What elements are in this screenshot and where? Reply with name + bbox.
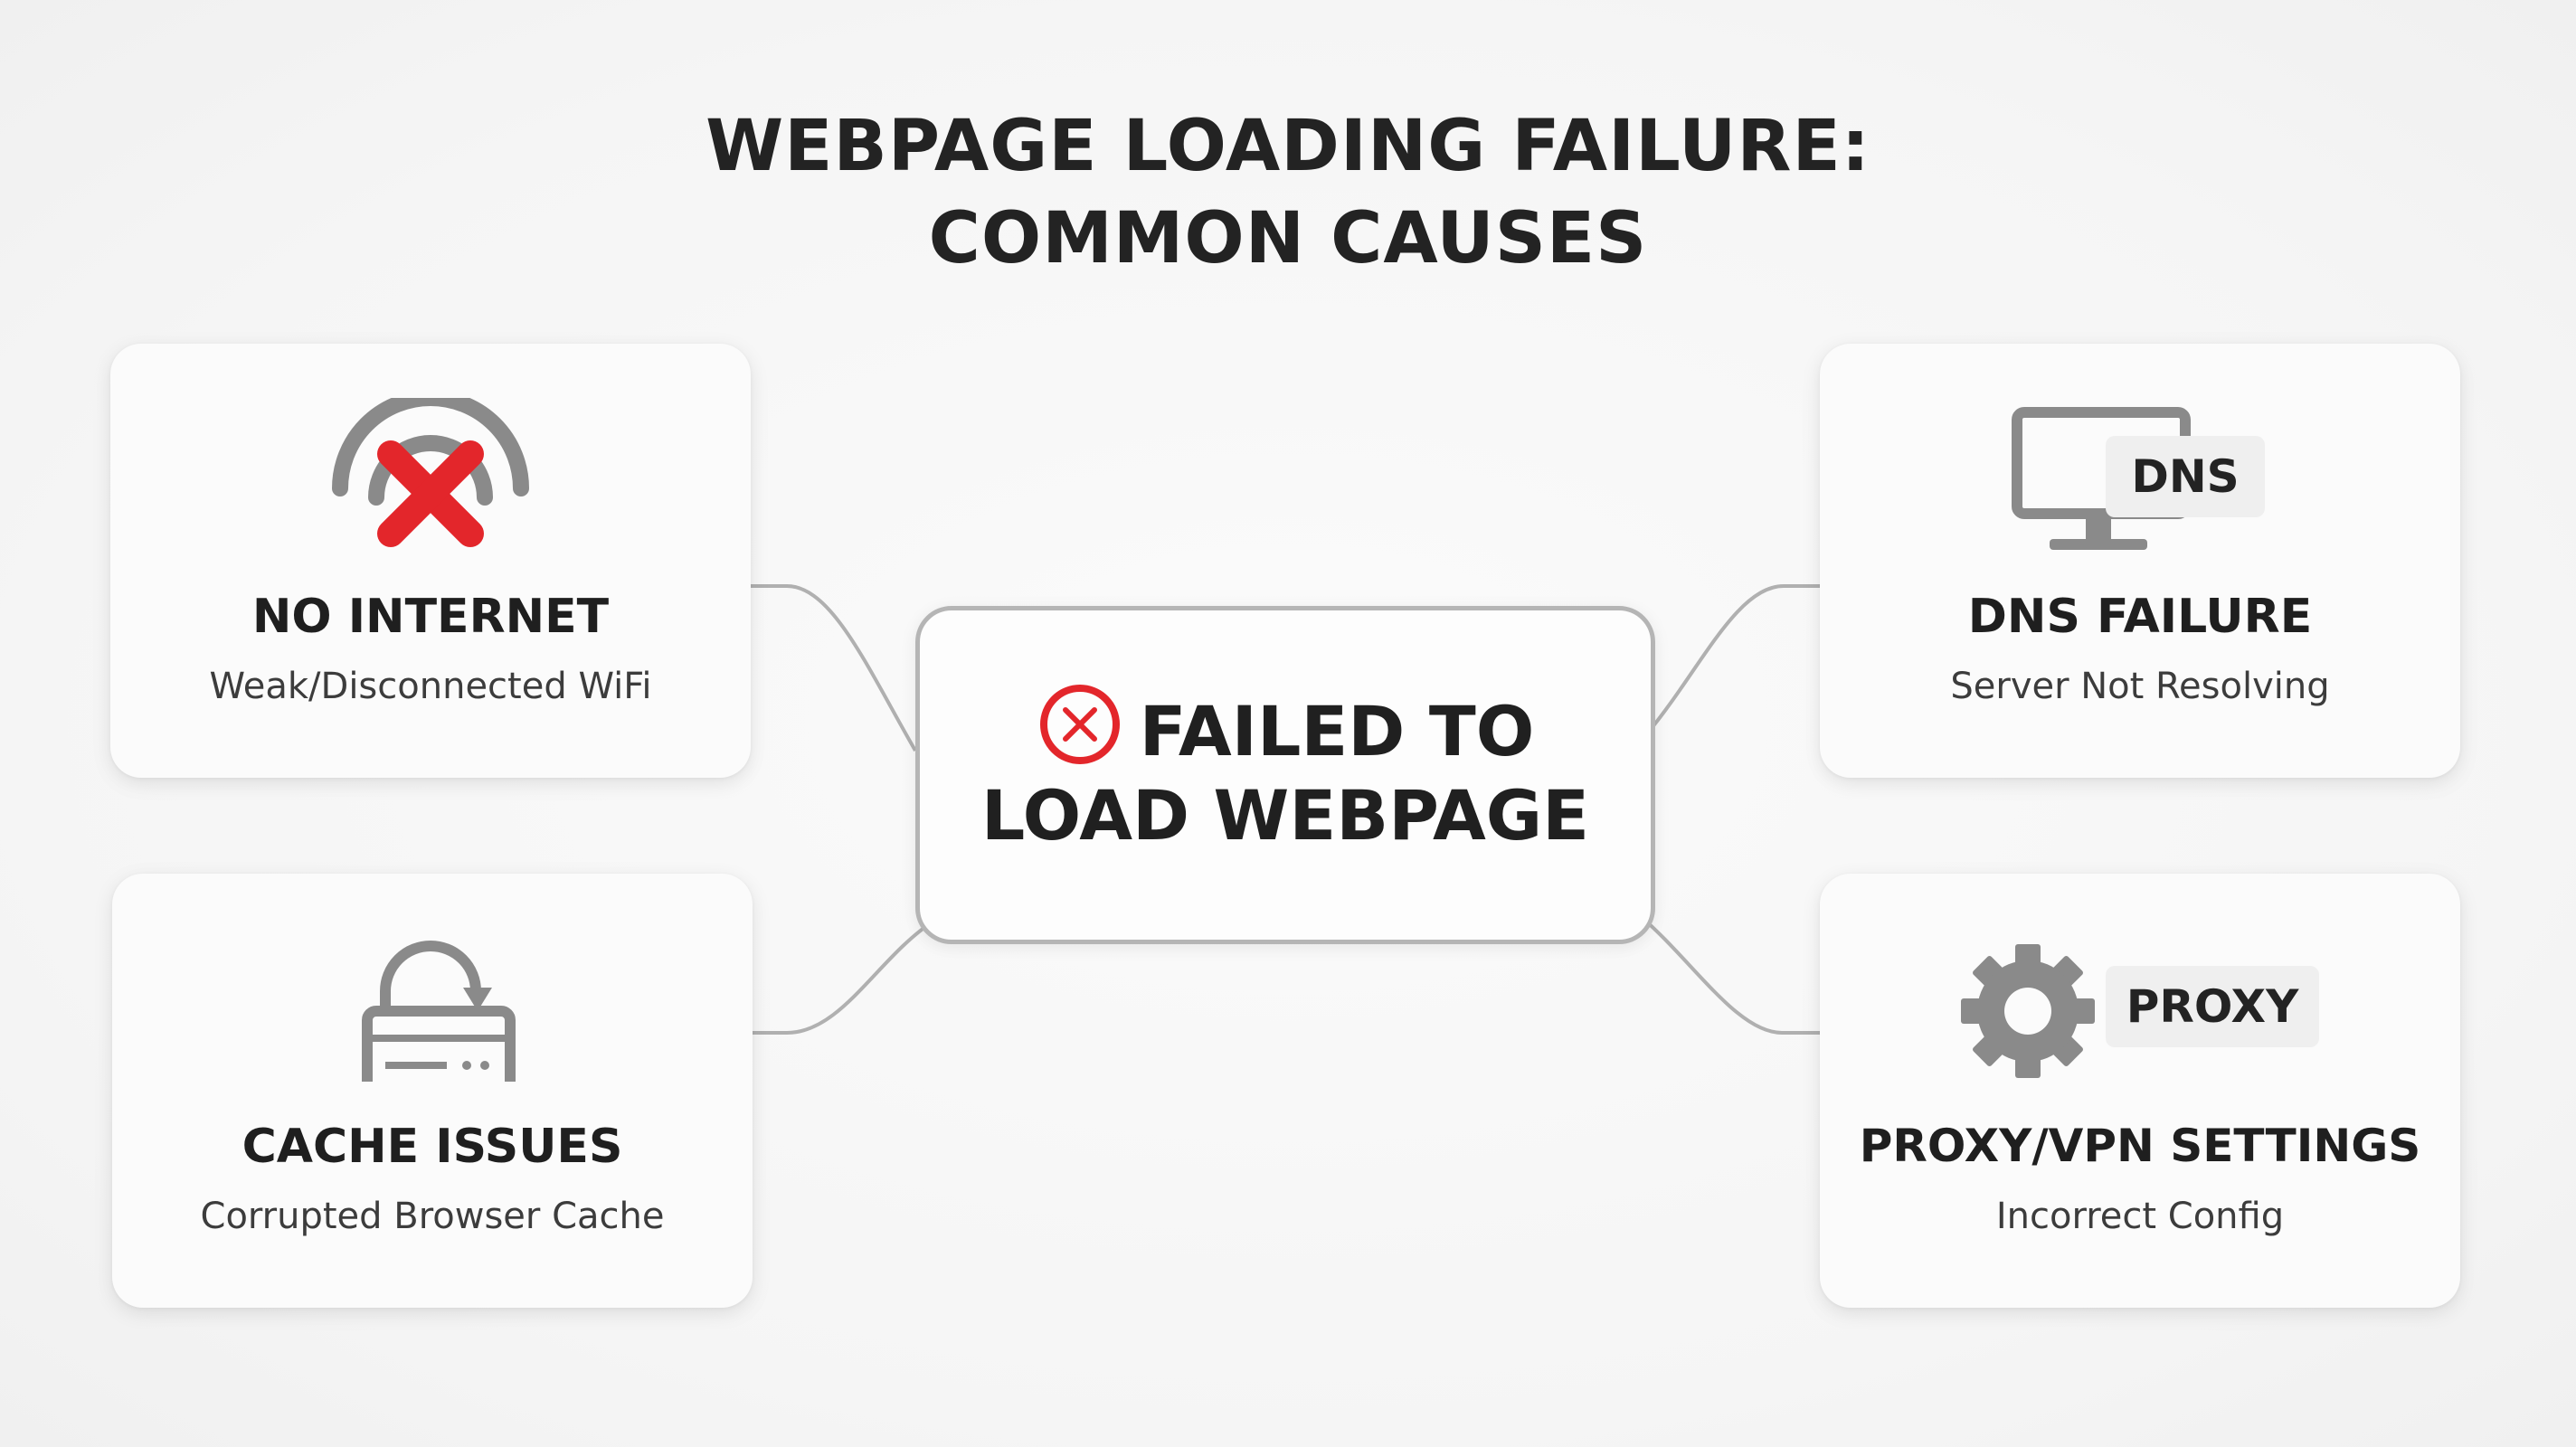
connector-cache (753, 921, 933, 1035)
connector-dns (1646, 584, 1820, 734)
connector-proxy (1635, 912, 1820, 1035)
dns-badge: DNS (2106, 436, 2265, 517)
cause-card-cache: CACHE ISSUES Corrupted Browser Cache (112, 874, 753, 1308)
center-title-line-2: LOAD WEBPAGE (980, 775, 1590, 856)
proxy-badge: PROXY (2106, 966, 2319, 1047)
cause-subtitle: Incorrect Config (1995, 1196, 2285, 1237)
cause-title: CACHE ISSUES (242, 1120, 623, 1174)
connector-no-internet (751, 584, 917, 752)
cause-title: NO INTERNET (251, 590, 610, 644)
cause-card-dns: DNS DNS FAILURE Server Not Resolving (1820, 344, 2460, 778)
gear-icon (1820, 928, 2460, 1082)
cause-title: PROXY/VPN SETTINGS (1859, 1120, 2421, 1172)
cause-card-no-internet: NO INTERNET Weak/Disconnected WiFi (110, 344, 751, 778)
cause-title: DNS FAILURE (1967, 590, 2313, 644)
cause-subtitle: Weak/Disconnected WiFi (209, 666, 652, 707)
diagram-title-line-2: COMMON CAUSES (928, 198, 1648, 279)
center-title-line-1: FAILED TO (920, 681, 1651, 784)
cause-subtitle: Server Not Resolving (1950, 666, 2330, 707)
wifi-off-icon (110, 390, 751, 552)
error-circle-x-icon (1037, 681, 1123, 784)
center-title-text-1: FAILED TO (1139, 691, 1535, 771)
diagram-title-line-1: WEBPAGE LOADING FAILURE: (706, 106, 1870, 187)
cause-subtitle: Corrupted Browser Cache (200, 1196, 665, 1237)
central-error-node: FAILED TO LOAD WEBPAGE (915, 606, 1655, 944)
cause-card-proxy: PROXY PROXY/VPN SETTINGS Incorrect Confi… (1820, 874, 2460, 1308)
cache-refresh-icon (112, 928, 753, 1109)
